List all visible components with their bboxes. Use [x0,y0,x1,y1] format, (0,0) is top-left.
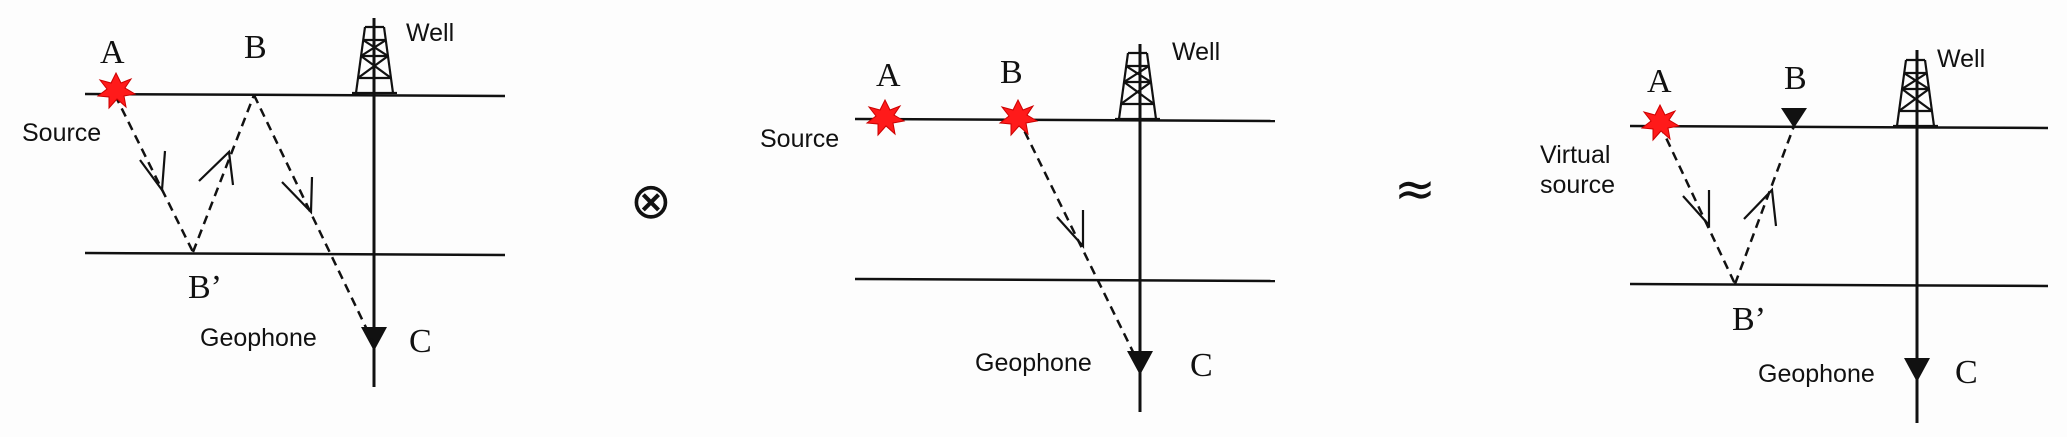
label-well: Well [1937,45,1985,73]
reflector-line [1629,282,2049,288]
label-geophone: Geophone [975,349,1092,377]
label-a: A [1647,63,1672,100]
panel-1: A B B’ C Source Geophone Well [22,18,506,387]
arrow-down-1 [1056,210,1085,249]
label-b: B [244,29,267,66]
surface-line [1629,124,2049,130]
ray-a-to-bprime [113,94,195,253]
label-b: B [1000,54,1023,91]
ray-b-to-c [252,94,374,341]
label-geophone: Geophone [1758,360,1875,388]
label-well: Well [1172,38,1220,66]
label-b-prime: B’ [1732,301,1766,338]
ray-bprime-to-b [191,94,256,253]
source-a-star-icon [97,72,136,109]
reflector-line [854,277,1276,283]
approx-operator: ≈ [1394,160,1436,218]
label-virtual: Virtual [1540,141,1610,169]
receiver-b-icon [1781,108,1807,128]
label-source: Source [760,125,839,153]
arrow-down-2 [281,176,314,215]
source-b-star-icon [999,99,1038,136]
derrick-icon [1115,51,1160,121]
arrow-up-1 [1743,187,1778,227]
panel-3: A B B’ C Virtual source Geophone Well [1540,45,2049,423]
reflector-line [84,251,506,257]
label-b-prime: B’ [188,269,222,306]
surface-line [84,92,506,98]
label-c: C [1190,347,1213,384]
label-a: A [100,34,125,71]
geophone-c-icon [1127,351,1153,375]
ray-bprime-to-b [1733,125,1796,285]
label-b: B [1784,60,1807,97]
correlation-operator: ⊗ [630,172,672,230]
arrow-down-1 [1682,190,1711,228]
label-well: Well [406,19,454,47]
source-a-star-icon [866,99,905,136]
geophone-c-icon [361,327,387,351]
arrow-down-1 [139,150,167,194]
label-source: Source [22,119,101,147]
label-a: A [876,57,901,94]
panel-2: A B C Source Geophone Well [760,38,1276,412]
label-c: C [1955,354,1978,391]
geophone-c-icon [1904,358,1930,382]
arrow-up-1 [198,149,235,186]
label-geophone: Geophone [200,324,317,352]
ray-a-to-bprime [1658,124,1737,285]
surface-line [854,117,1276,123]
label-c: C [409,323,432,360]
virtual-source-a-star-icon [1641,104,1680,141]
label-source: source [1540,171,1615,199]
